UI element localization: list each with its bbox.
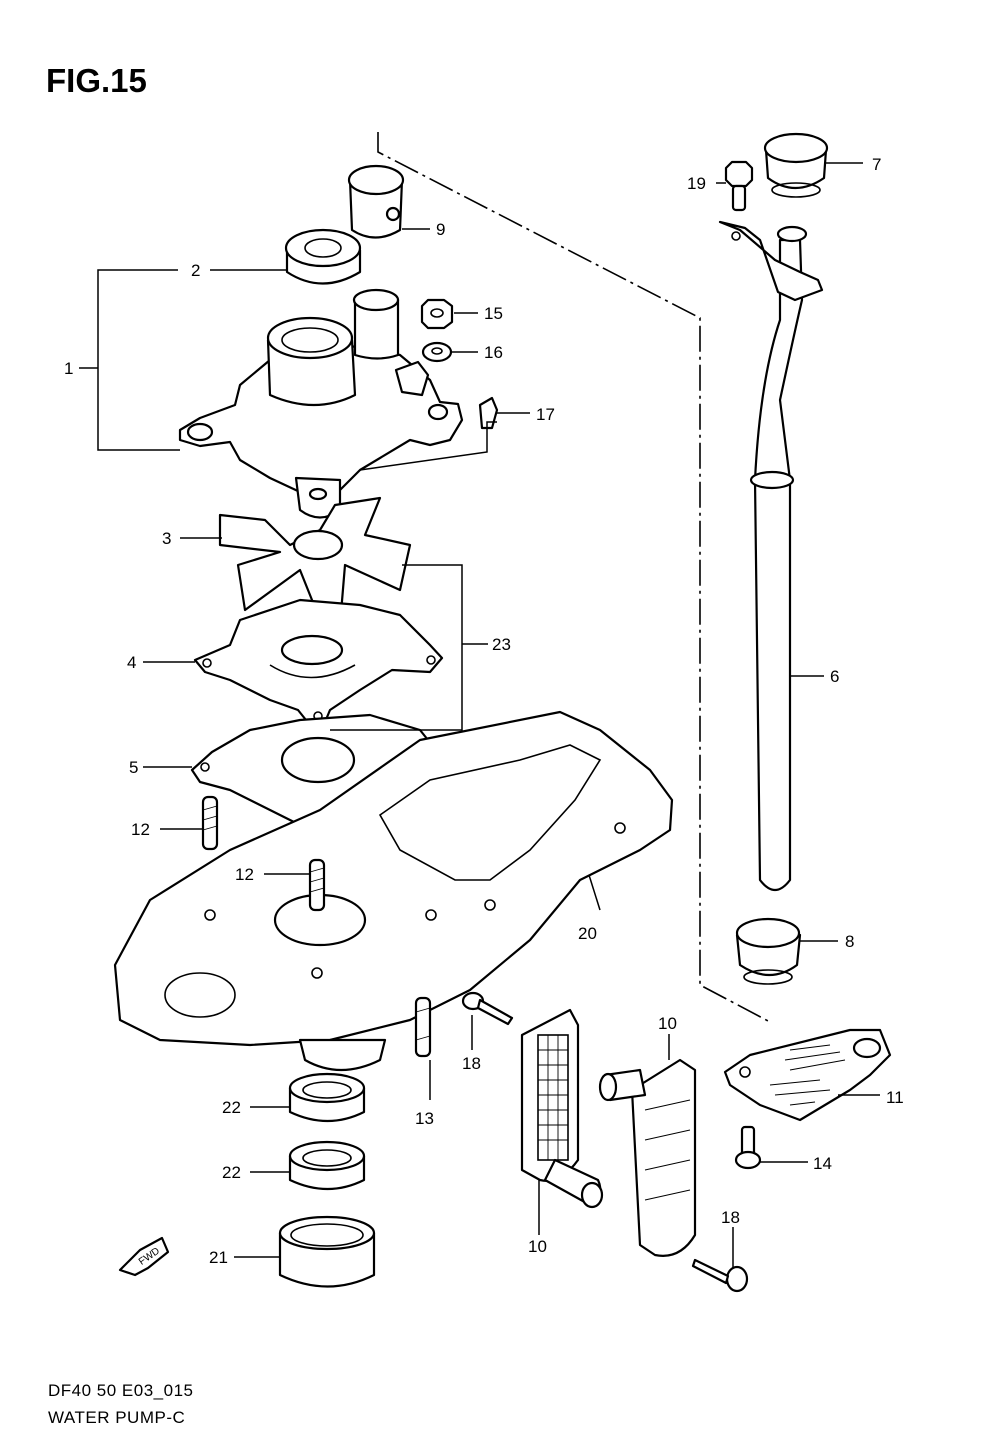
pump-case-part [178, 288, 464, 519]
callout-10a: 10 [528, 1237, 547, 1256]
bolt-part [724, 160, 754, 212]
impeller-part [218, 496, 412, 627]
callout-8: 8 [845, 932, 854, 951]
under-panel-part [113, 710, 674, 1072]
bolt-part [734, 1125, 762, 1170]
callout-3: 3 [162, 529, 171, 548]
callout-20: 20 [578, 924, 597, 943]
oil-seal-part [288, 1072, 366, 1122]
callout-6: 6 [830, 667, 839, 686]
oil-seal-part [288, 1140, 366, 1190]
fwd-arrow-icon: FWD [118, 1236, 170, 1277]
nut-part [420, 298, 454, 330]
callout-22a: 22 [222, 1098, 241, 1117]
callout-23: 23 [492, 635, 511, 654]
callout-1: 1 [64, 359, 73, 378]
figure-name: WATER PUMP-C [48, 1408, 186, 1427]
strainer-part [520, 1008, 604, 1209]
bushing-part [347, 164, 405, 239]
callout-12b: 12 [235, 865, 254, 884]
callout-15: 15 [484, 304, 503, 323]
screw-part [691, 1258, 749, 1293]
grommet-part [735, 917, 802, 985]
callout-14: 14 [813, 1154, 832, 1173]
callout-7: 7 [872, 155, 881, 174]
callout-4: 4 [127, 653, 136, 672]
water-tube-part [718, 220, 824, 892]
callout-12a: 12 [131, 820, 150, 839]
bearing-part [278, 1215, 376, 1288]
stud-part [308, 858, 326, 912]
callout-18b: 18 [721, 1208, 740, 1227]
callout-2: 2 [191, 261, 200, 280]
callout-labels: 1 2 3 4 5 6 7 8 9 10 10 11 12 12 13 14 1… [64, 155, 904, 1267]
callout-9: 9 [436, 220, 445, 239]
grommet-part [763, 132, 829, 198]
callout-19: 19 [687, 174, 706, 193]
callout-22b: 22 [222, 1163, 241, 1182]
callout-10b: 10 [658, 1014, 677, 1033]
callout-17: 17 [536, 405, 555, 424]
washer-part [421, 341, 453, 363]
figure-code: DF40 50 E03_015 [48, 1381, 194, 1400]
alignment-guide-line [377, 132, 771, 1023]
callout-13: 13 [415, 1109, 434, 1128]
screw-part [461, 991, 514, 1026]
seal-part [284, 228, 362, 285]
cover-plate-part [723, 1028, 892, 1122]
stud-part [201, 795, 219, 851]
callout-5: 5 [129, 758, 138, 777]
stud-part [414, 996, 432, 1058]
callout-16: 16 [484, 343, 503, 362]
callout-21: 21 [209, 1248, 228, 1267]
strainer-part [598, 1058, 697, 1257]
plate-part [193, 598, 444, 727]
callout-11: 11 [886, 1088, 904, 1107]
leader-lines [79, 162, 880, 1268]
callout-18a: 18 [462, 1054, 481, 1073]
key-part [478, 396, 499, 430]
figure-title: FIG.15 [46, 62, 147, 99]
